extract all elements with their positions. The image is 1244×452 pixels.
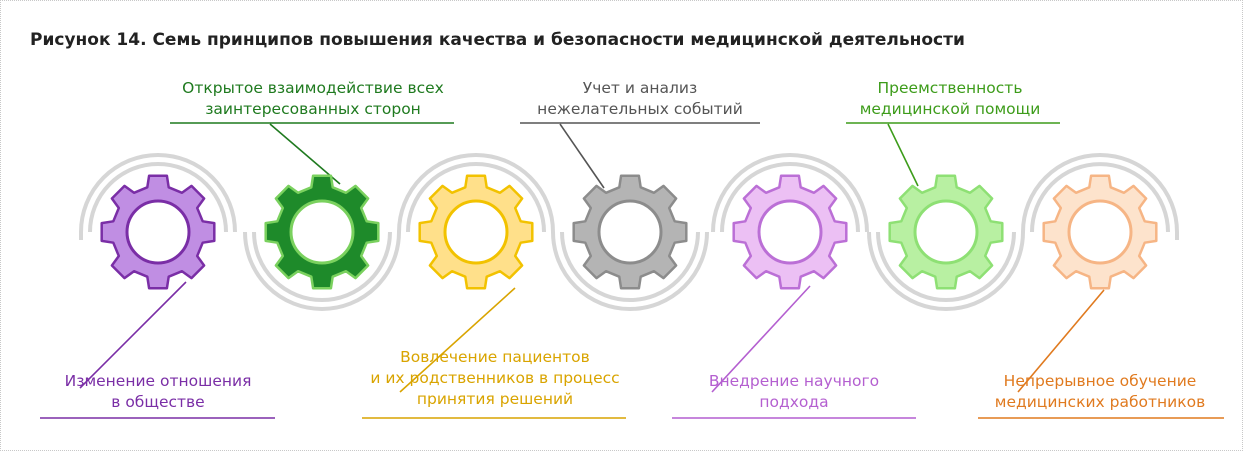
principle-label-line: Непрерывное обучение (1003, 372, 1197, 390)
gear-hole (289, 199, 355, 265)
principle-label: Внедрение научного подхода (709, 371, 879, 413)
principle-label-line: принятия решений (416, 390, 574, 408)
principle-label: Открытое взаимодействие всех заинтересова… (182, 78, 444, 120)
track-arc (88, 162, 228, 233)
track-arc (1021, 153, 1179, 233)
track-arc (720, 162, 860, 233)
leader-line (887, 123, 919, 187)
track-arc (243, 231, 401, 311)
track-arc (397, 153, 555, 233)
principle-label: Изменение отношения в обществе (65, 371, 252, 413)
principle-label: Преемственность медицинской помощи (860, 78, 1041, 120)
principle-label-line: подхода (759, 393, 829, 411)
principle-label-line: Преемственность (877, 79, 1023, 97)
leader-line (559, 123, 605, 189)
principle-label-line: Изменение отношения (64, 372, 252, 390)
principle-label-line: медицинской помощи (859, 100, 1041, 118)
gear-icon (264, 174, 380, 290)
leader-line (79, 281, 187, 389)
gear-icon (888, 174, 1004, 290)
principle-label-line: Открытое взаимодействие всех (182, 79, 444, 97)
track-arc (867, 231, 1025, 311)
leader-line (711, 285, 811, 393)
track-arc (79, 153, 237, 233)
principle-label: Непрерывное обучение медицинских работник… (995, 371, 1205, 413)
principle-label-line: медицинских работников (994, 393, 1206, 411)
leader-line (399, 287, 516, 393)
gear-hole (125, 199, 191, 265)
principle-label: Учет и анализ нежелательных событий (537, 78, 743, 120)
principle-label-line: Учет и анализ (582, 79, 698, 97)
leader-line (269, 123, 341, 185)
gear-hole (1067, 199, 1133, 265)
track-arc (406, 162, 546, 233)
principle-label-line: Вовлечение пациентов (400, 348, 590, 366)
track-arc (876, 231, 1016, 302)
gear-hole (913, 199, 979, 265)
gear-icon (1042, 174, 1158, 290)
gears (100, 174, 1158, 290)
track-arc (711, 153, 869, 233)
gear-hole (597, 199, 663, 265)
principle-label-line: нежелательных событий (537, 100, 743, 118)
gear-icon (418, 174, 534, 290)
track-arc (551, 231, 709, 311)
track-arc (1030, 162, 1170, 233)
principle-label-line: и их родственников в процесс (370, 369, 620, 387)
principle-label-line: Внедрение научного (708, 372, 880, 390)
leader-line (1017, 289, 1105, 393)
leader-lines (40, 122, 1224, 419)
wave-track (79, 153, 1179, 311)
track-arc (560, 231, 700, 302)
principle-label-line: в обществе (111, 393, 205, 411)
gear-icon (100, 174, 216, 290)
principle-label: Вовлечение пациентов и их родственников в… (370, 347, 619, 410)
principle-label-line: заинтересованных сторон (205, 100, 421, 118)
track-arc (252, 231, 392, 302)
gear-icon (572, 174, 688, 290)
figure-title: Рисунок 14. Семь принципов повышения кач… (30, 30, 965, 50)
gear-hole (443, 199, 509, 265)
gear-icon (732, 174, 848, 290)
gear-hole (757, 199, 823, 265)
